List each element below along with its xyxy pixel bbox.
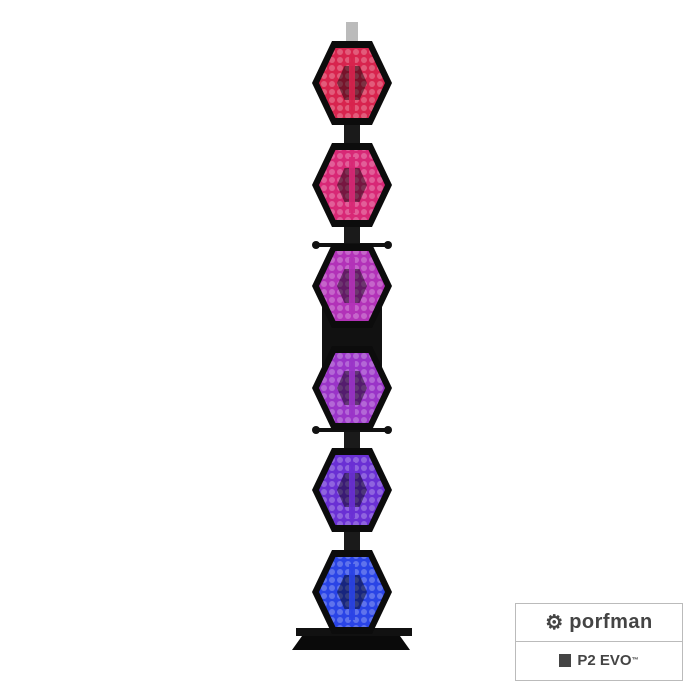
led-fixture <box>312 346 392 430</box>
led-fixture <box>312 550 392 634</box>
gear-logo-icon: ⚙ <box>545 612 564 634</box>
model-name: P2 EVO <box>577 652 632 669</box>
brand-logo-row: ⚙ porfman <box>516 604 682 641</box>
led-fixture <box>312 41 392 125</box>
base-stand <box>292 636 410 650</box>
brand-name: porfman <box>569 611 653 633</box>
trademark: ™ <box>631 657 639 664</box>
led-fixture <box>312 143 392 227</box>
fixture-icon <box>559 654 572 667</box>
led-fixture <box>312 244 392 328</box>
led-fixture <box>312 448 392 532</box>
